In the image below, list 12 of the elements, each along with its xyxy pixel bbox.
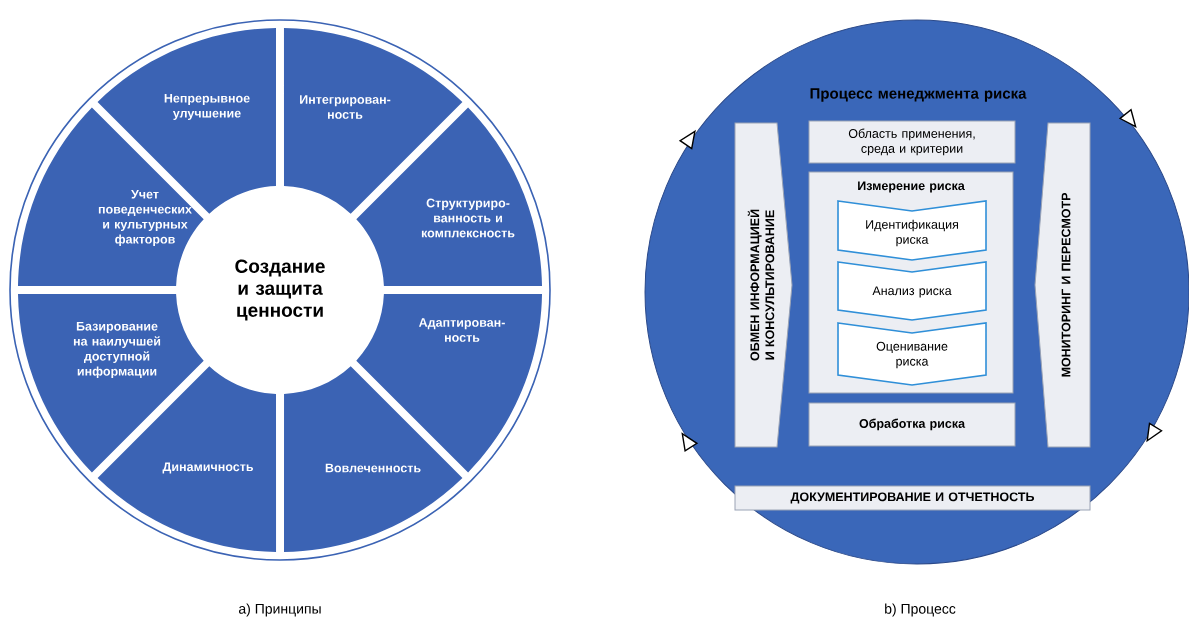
process-box: Область применения, среда и критерии xyxy=(808,120,1016,164)
step-box: Идентификация риска xyxy=(837,200,987,261)
process-box: ДОКУМЕНТИРОВАНИЕ И ОТЧЕТНОСТЬ xyxy=(734,485,1091,511)
caption: b) Процесс xyxy=(885,603,956,617)
step-box: Оценивание риска xyxy=(837,322,987,386)
node-label: Адаптирован- ность xyxy=(418,318,505,342)
step-box: Анализ риска xyxy=(837,261,987,321)
process-box: Обработка риска xyxy=(808,402,1016,447)
chevron-band: ОБМЕН ИНФОРМАЦИЕЙ И КОНСУЛЬТИРОВАНИЕ xyxy=(734,122,793,448)
center-text: Создание и защита ценности xyxy=(235,259,325,321)
caption: a) Принципы xyxy=(239,603,321,617)
wheel-sector: Вовлеченность xyxy=(284,366,463,552)
